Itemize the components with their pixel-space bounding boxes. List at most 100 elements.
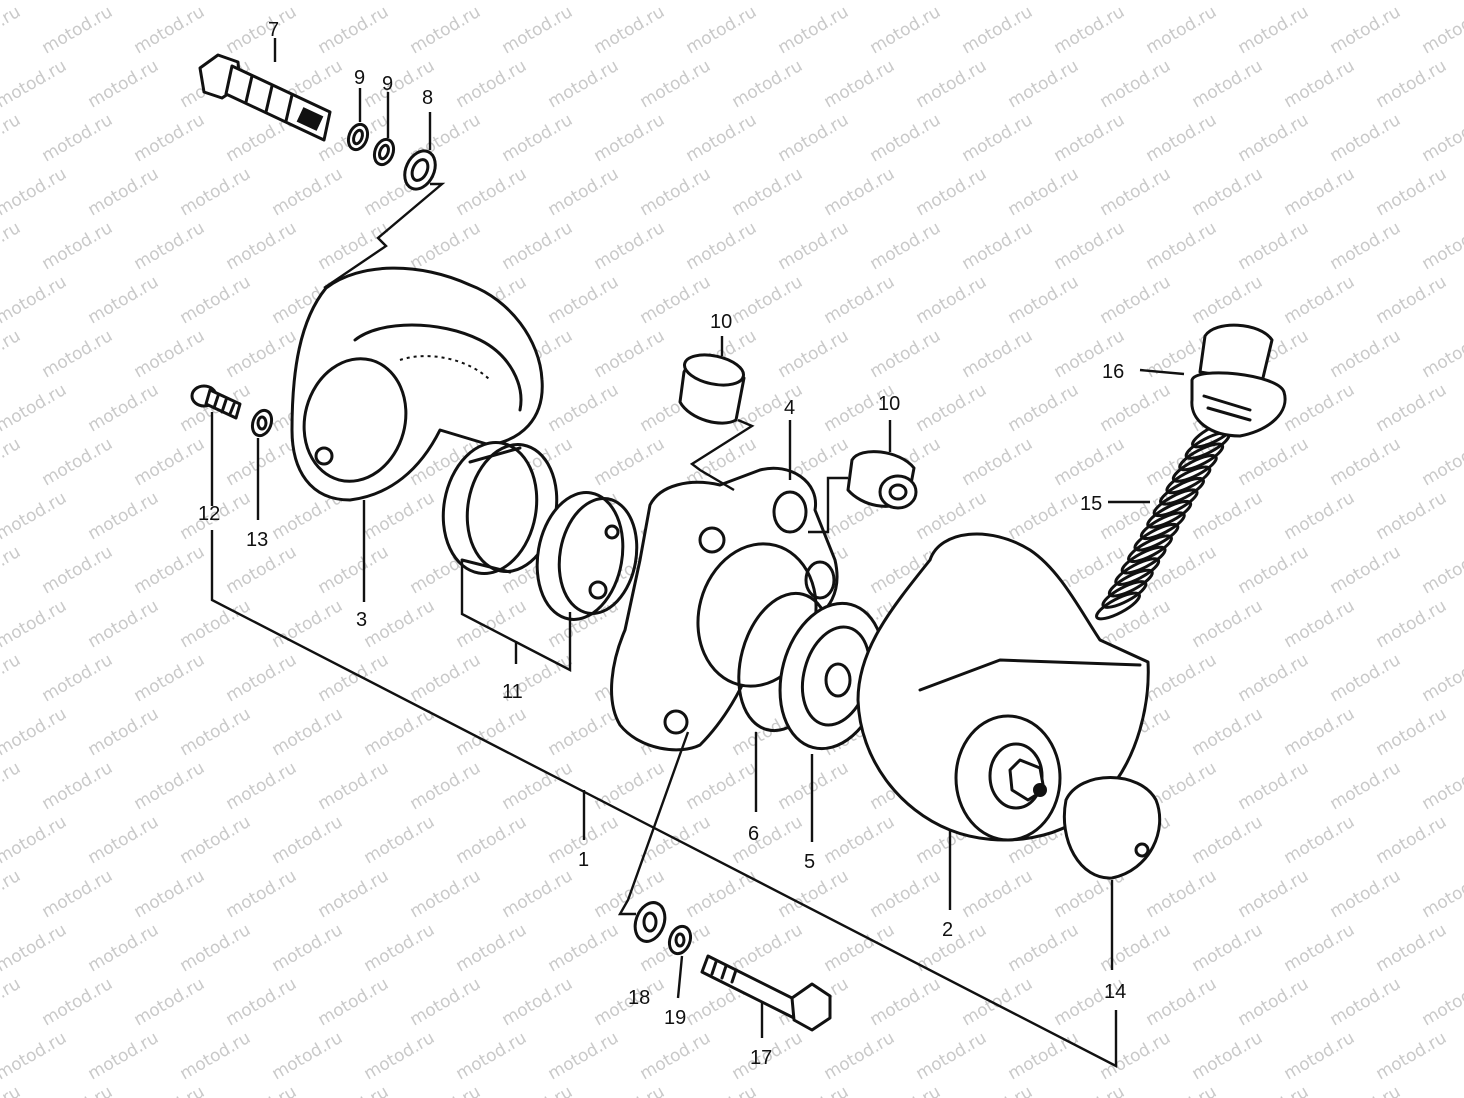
watermark-text: motod.ru xyxy=(1189,488,1267,544)
watermark-text: motod.ru xyxy=(1281,488,1359,544)
watermark-text: motod.ru xyxy=(131,758,209,814)
part-17-mounting-bolt xyxy=(700,954,832,1032)
watermark-text: motod.ru xyxy=(959,1082,1037,1098)
watermark-text: motod.ru xyxy=(39,542,117,598)
watermark-text: motod.ru xyxy=(499,2,577,58)
watermark-text: motod.ru xyxy=(1189,1028,1267,1084)
watermark-text: motod.ru xyxy=(637,164,715,220)
watermark-text: motod.ru xyxy=(683,2,761,58)
callout-7: 7 xyxy=(268,19,279,41)
watermark-text: motod.ru xyxy=(637,272,715,328)
watermark-text: motod.ru xyxy=(1419,326,1464,382)
watermark-text: motod.ru xyxy=(177,0,255,4)
watermark-text: motod.ru xyxy=(867,1082,945,1098)
watermark-text: motod.ru xyxy=(315,974,393,1030)
watermark-text: motod.ru xyxy=(1281,380,1359,436)
watermark-text: motod.ru xyxy=(269,920,347,976)
watermark-text: motod.ru xyxy=(729,920,807,976)
watermark-text: motod.ru xyxy=(867,974,945,1030)
watermark-text: motod.ru xyxy=(1143,2,1221,58)
watermark-text: motod.ru xyxy=(0,488,70,544)
watermark-text: motod.ru xyxy=(177,1028,255,1084)
watermark-text: motod.ru xyxy=(867,110,945,166)
callout-3: 3 xyxy=(356,609,367,631)
watermark-text: motod.ru xyxy=(591,218,669,274)
part-8-washer xyxy=(403,149,437,191)
watermark-text: motod.ru xyxy=(1189,272,1267,328)
watermark-text: motod.ru xyxy=(1419,758,1464,814)
watermark-text: motod.ru xyxy=(1327,866,1405,922)
watermark-text: motod.ru xyxy=(591,326,669,382)
watermark-text: motod.ru xyxy=(453,0,531,4)
watermark-text: motod.ru xyxy=(177,272,255,328)
watermark-text: motod.ru xyxy=(1235,1082,1313,1098)
watermark-text: motod.ru xyxy=(223,434,301,490)
watermark-text: motod.ru xyxy=(0,434,24,490)
part-9-washer-b xyxy=(372,137,396,167)
watermark-text: motod.ru xyxy=(85,56,163,112)
watermark-text: motod.ru xyxy=(1373,272,1451,328)
watermark-text: motod.ru xyxy=(223,326,301,382)
part-18-washer xyxy=(633,901,667,943)
watermark-text: motod.ru xyxy=(453,1028,531,1084)
watermark-text: motod.ru xyxy=(1235,866,1313,922)
callout-8: 8 xyxy=(422,87,433,109)
watermark-text: motod.ru xyxy=(361,596,439,652)
watermark-text: motod.ru xyxy=(0,272,70,328)
part-3-caliper-body xyxy=(290,266,544,502)
watermark-text: motod.ru xyxy=(315,542,393,598)
watermark-text: motod.ru xyxy=(1281,1028,1359,1084)
watermark-text: motod.ru xyxy=(775,218,853,274)
watermark-text: motod.ru xyxy=(407,866,485,922)
watermark-text: motod.ru xyxy=(1143,218,1221,274)
watermark-text: motod.ru xyxy=(867,218,945,274)
watermark-text: motod.ru xyxy=(959,110,1037,166)
watermark-text: motod.ru xyxy=(0,218,24,274)
watermark-text: motod.ru xyxy=(407,758,485,814)
watermark-text: motod.ru xyxy=(0,110,24,166)
watermark-text: motod.ru xyxy=(131,2,209,58)
part-10-boot-b xyxy=(846,450,918,510)
watermark-text: motod.ru xyxy=(821,0,899,4)
watermark-text: motod.ru xyxy=(85,920,163,976)
watermark-text: motod.ru xyxy=(1281,704,1359,760)
part-19-lock-washer xyxy=(667,924,693,956)
watermark-text: motod.ru xyxy=(1143,866,1221,922)
watermark-text: motod.ru xyxy=(683,218,761,274)
watermark-text: motod.ru xyxy=(1327,542,1405,598)
watermark-text: motod.ru xyxy=(1235,542,1313,598)
callout-19: 19 xyxy=(664,1007,686,1029)
watermark-text: motod.ru xyxy=(269,0,347,4)
callout-10-a: 10 xyxy=(710,311,732,333)
watermark-text: motod.ru xyxy=(1235,650,1313,706)
watermark-text: motod.ru xyxy=(39,326,117,382)
watermark-text: motod.ru xyxy=(269,596,347,652)
watermark-text: motod.ru xyxy=(913,56,991,112)
watermark-text: motod.ru xyxy=(85,164,163,220)
watermark-text: motod.ru xyxy=(177,920,255,976)
watermark-text: motod.ru xyxy=(0,1028,70,1084)
callout-4: 4 xyxy=(784,397,795,419)
watermark-text: motod.ru xyxy=(1235,434,1313,490)
watermark-text: motod.ru xyxy=(867,2,945,58)
watermark-text: motod.ru xyxy=(1373,704,1451,760)
watermark-text: motod.ru xyxy=(1235,2,1313,58)
watermark-text: motod.ru xyxy=(1097,0,1175,4)
watermark-text: motod.ru xyxy=(959,866,1037,922)
watermark-text: motod.ru xyxy=(1005,488,1083,544)
watermark-text: motod.ru xyxy=(223,866,301,922)
watermark-text: motod.ru xyxy=(913,164,991,220)
watermark-text: motod.ru xyxy=(1235,974,1313,1030)
watermark-text: motod.ru xyxy=(1419,110,1464,166)
watermark-text: motod.ru xyxy=(867,326,945,382)
watermark-text: motod.ru xyxy=(1235,218,1313,274)
watermark-text: motod.ru xyxy=(39,2,117,58)
watermark-text: motod.ru xyxy=(1005,56,1083,112)
watermark-text: motod.ru xyxy=(545,56,623,112)
watermark-text: motod.ru xyxy=(729,812,807,868)
watermark-text: motod.ru xyxy=(39,434,117,490)
watermark-text: motod.ru xyxy=(315,218,393,274)
watermark-text: motod.ru xyxy=(1373,812,1451,868)
